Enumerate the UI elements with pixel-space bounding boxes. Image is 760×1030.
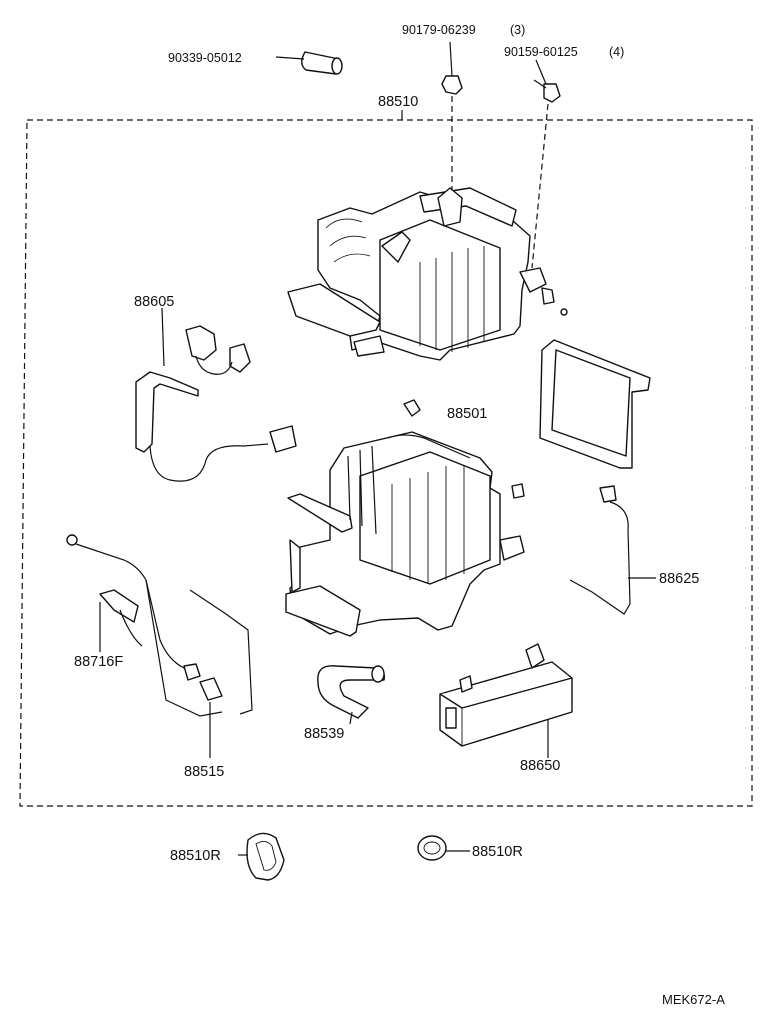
label-88510R-right: 88510R: [472, 844, 523, 860]
assembly-boundary: [19, 110, 753, 807]
part-clip-nut[interactable]: [441, 41, 463, 192]
part-thermistor[interactable]: [569, 485, 656, 615]
part-wire-harness[interactable]: [135, 307, 297, 482]
label-90179: 90179-06239: [402, 23, 476, 37]
part-capillary-tube[interactable]: [66, 534, 253, 717]
label-90339: 90339-05012: [168, 51, 242, 65]
part-unit-case-upper[interactable]: [287, 187, 568, 361]
label-88605: 88605: [134, 294, 174, 310]
part-amplifier[interactable]: [439, 643, 573, 747]
label-88625: 88625: [659, 571, 699, 587]
label-90159: 90159-60125: [504, 45, 578, 59]
part-evaporator-unit[interactable]: [285, 399, 525, 637]
label-88716F: 88716F: [74, 654, 123, 670]
part-grommet-right[interactable]: [417, 835, 470, 861]
part-screw[interactable]: [531, 59, 561, 269]
label-88510: 88510: [378, 94, 418, 110]
label-88650: 88650: [520, 758, 560, 774]
part-grommet-left[interactable]: [238, 832, 285, 881]
label-88539: 88539: [304, 726, 344, 742]
leader-88539: [349, 711, 353, 725]
label-90179-qty: (3): [510, 23, 525, 37]
label-88515: 88515: [184, 764, 224, 780]
label-88510R-left: 88510R: [170, 848, 221, 864]
part-pipe-sleeve[interactable]: [275, 51, 343, 75]
part-filter-frame[interactable]: [539, 339, 651, 469]
label-90159-qty: (4): [609, 45, 624, 59]
drawing-code: MEK672-A: [662, 992, 725, 1007]
label-88501: 88501: [447, 406, 487, 422]
part-drain-hose[interactable]: [317, 665, 386, 719]
